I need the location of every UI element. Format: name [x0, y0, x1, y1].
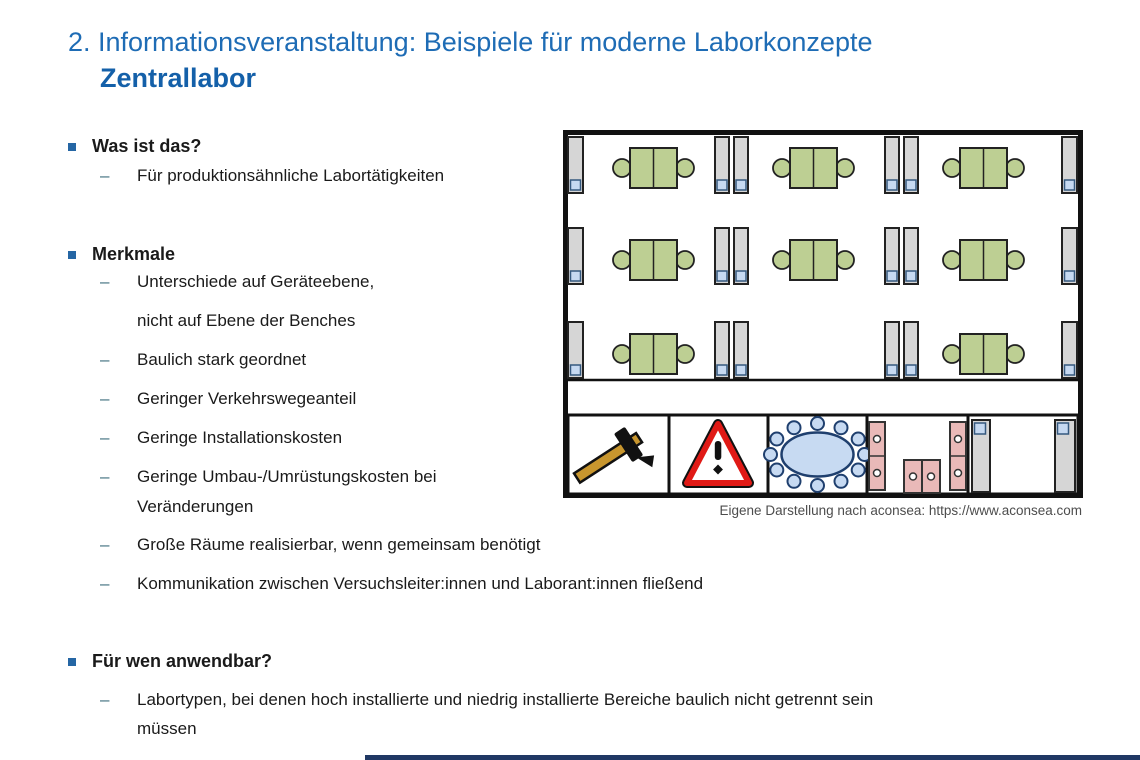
wall-cabinet	[567, 321, 584, 379]
bullet-item: Geringer Verkehrswegeanteil	[137, 389, 357, 408]
lab-floorplan-diagram	[563, 130, 1083, 498]
section-heading: Merkmale	[92, 244, 176, 264]
bullet-item: Unterschiede auf Geräteebene,	[137, 272, 375, 291]
bullet-item: Für produktionsähnliche Labortätigkeiten	[137, 166, 445, 185]
dash-bullet-icon: –	[100, 350, 110, 369]
bullet-item: Geringe Installationskosten	[137, 428, 343, 447]
square-bullet-icon	[68, 143, 76, 151]
dash-bullet-icon: –	[100, 690, 110, 709]
slide-subtitle: Zentrallabor	[100, 63, 257, 93]
slide-title: 2. Informationsveranstaltung: Beispiele …	[68, 27, 873, 57]
bullet-item-continuation: Veränderungen	[137, 497, 254, 516]
bullet-item: Große Räume realisierbar, wenn gemeinsam…	[137, 535, 541, 554]
section-heading: Was ist das?	[92, 136, 202, 156]
bullet-item: Labortypen, bei denen hoch installierte …	[137, 690, 874, 709]
bullet-item: Kommunikation zwischen Versuchsleiter:in…	[137, 574, 704, 593]
bullet-item-continuation: müssen	[137, 719, 197, 738]
wall-cabinet	[567, 136, 584, 194]
square-bullet-icon	[68, 251, 76, 259]
footer-accent-bar	[365, 755, 1140, 760]
meeting-table-icon	[763, 416, 872, 493]
dash-bullet-icon: –	[100, 574, 110, 593]
lab-floorplan-figure	[563, 130, 1083, 498]
dash-bullet-icon: –	[100, 166, 110, 185]
wall-cabinet	[1061, 136, 1078, 194]
pink-cabinets-icon	[868, 421, 967, 494]
section-heading: Für wen anwendbar?	[92, 651, 273, 671]
dash-bullet-icon: –	[100, 467, 110, 486]
hammer-icon	[572, 427, 655, 485]
dash-bullet-icon: –	[100, 272, 110, 291]
dash-bullet-icon: –	[100, 428, 110, 447]
warning-triangle-icon	[682, 419, 754, 488]
dash-bullet-icon: –	[100, 535, 110, 554]
bullet-item-continuation: nicht auf Ebene der Benches	[137, 311, 356, 330]
square-bullet-icon	[68, 658, 76, 666]
bullet-item: Baulich stark geordnet	[137, 350, 307, 369]
figure-caption: Eigene Darstellung nach aconsea: https:/…	[719, 503, 1082, 518]
dash-bullet-icon: –	[100, 389, 110, 408]
gray-cabinets-icon	[971, 419, 1076, 493]
wall-cabinet	[567, 227, 584, 285]
bullet-item: Geringe Umbau-/Umrüstungskosten bei	[137, 467, 437, 486]
wall-cabinet	[1061, 227, 1078, 285]
wall-cabinet	[1061, 321, 1078, 379]
